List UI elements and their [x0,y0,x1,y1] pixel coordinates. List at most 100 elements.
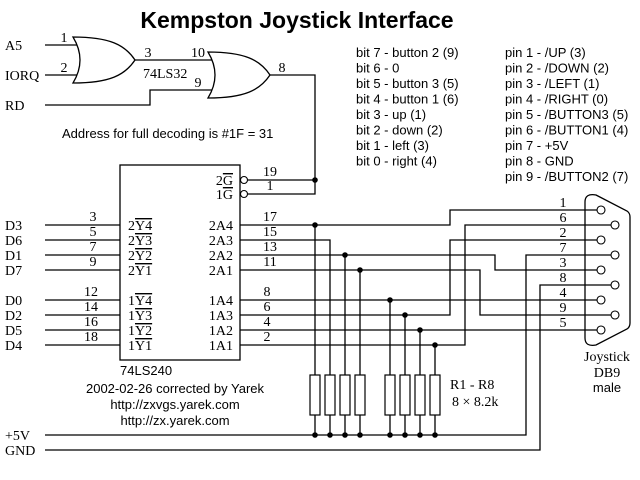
pinout-item: pin 7 - +5V [505,138,569,153]
ic-pin-prefix: 2 [128,249,135,264]
input-row: D3 3 2Y4 [5,210,152,234]
pin-number: 1 [267,179,274,194]
pin-number: 13 [263,240,277,255]
pin-number: 6 [264,300,271,315]
pinout-item: pin 9 - /BUTTON2 (7) [505,169,628,184]
junction-dot [417,327,423,333]
output-wiring [240,209,611,435]
junction-dot [432,342,438,348]
wire-vcc-to-pin7 [45,254,611,436]
ic-output-label: 2A2 [209,249,233,264]
bit-map-item: bit 7 - button 2 (9) [356,45,459,60]
data-signal-label: D0 [5,294,22,309]
bit-map-item: bit 6 - 0 [356,61,399,76]
connector-gender-label: male [593,380,621,395]
signal-iorq-label: IORQ [5,69,39,84]
or-gate-section: A5 IORQ RD 1 2 3 10 9 8 74LS32 [5,31,318,195]
ic-pin-bar: Y3 [135,309,152,324]
db9-pin-number: 8 [560,271,567,286]
junction-dot [312,222,318,228]
pin-number: 19 [263,165,277,180]
enable-1g-label: 1G [216,188,233,203]
db9-pin-icon [596,265,606,275]
junction-dot [357,267,363,273]
gnd-label: GND [5,444,35,459]
input-row: D1 7 2Y2 [5,240,152,264]
connector-name-label: Joystick [584,350,630,365]
ic-pin-bar: Y2 [135,324,152,339]
ic-pin-label: 2Y2 [128,249,152,264]
diagram-title: Kempston Joystick Interface [140,7,453,33]
ic-output-label: 2A4 [209,219,233,234]
bit-map-item: bit 0 - right (4) [356,154,437,169]
pin-number: 18 [84,330,98,345]
data-signal-label: D4 [5,339,22,354]
input-row: D6 5 2Y3 [5,225,152,249]
junction-dot [312,177,318,183]
input-row: D4 18 1Y1 [5,330,152,354]
db9-pin-icon [596,295,606,305]
buffer-ic-body [119,164,241,361]
resistor-icon [429,374,441,416]
junction-dot [387,297,393,303]
db9-pin-number: 5 [560,316,567,331]
ic-pin-bar: Y4 [135,219,152,234]
pin-number: 11 [263,255,276,270]
enable-bar: G [223,188,233,203]
db9-pin-number: 6 [560,211,567,226]
pinout-item: pin 6 - /BUTTON1 (4) [505,123,628,138]
ic-pin-prefix: 2 [128,234,135,249]
bit-map-item: bit 5 - button 3 (5) [356,76,459,91]
db9-pin-icon [610,310,620,320]
wire-2a4-to-pin1 [240,209,597,226]
pin-number: 15 [263,225,277,240]
data-signal-label: D2 [5,309,22,324]
junction-dot [402,312,408,318]
db9-pin-icon [596,205,606,215]
db9-pin-number: 7 [560,241,567,256]
pinout-item: pin 5 - /BUTTON3 (5) [505,107,628,122]
pin-number: 4 [264,315,271,330]
pin-number: 3 [90,210,97,225]
db9-pin-number: 3 [560,256,567,271]
resistor-icon [309,374,321,416]
pin-number: 7 [90,240,97,255]
wire-2a2-to-pin3 [240,254,597,271]
power-rails: +5V GND [5,254,611,459]
credits: 2002-02-26 corrected by Yarek http://zxv… [86,381,265,428]
db9-pin-icon [610,250,620,260]
enable-bar: G [223,174,233,189]
credit-url: http://zx.yarek.com [120,413,229,428]
bit-map-list: bit 7 - button 2 (9) bit 6 - 0 bit 5 - b… [356,45,459,169]
ic-pin-bar: Y1 [135,264,152,279]
resistor-array: R1 - R8 8 × 8.2k [309,374,498,438]
pin-number: 9 [90,255,97,270]
resistor-icon [384,374,396,416]
pin-number: 16 [84,315,98,330]
inverter-bubble-icon [239,189,249,199]
pin-number: 10 [191,46,205,61]
ic-pin-prefix: 1 [128,309,135,324]
pin-number: 2 [264,330,271,345]
resistor-icon [399,374,411,416]
db9-pin-number: 1 [560,196,567,211]
ic-output-label: 2A1 [209,264,233,279]
bit-map-item: bit 4 - button 1 (6) [356,92,459,107]
db9-shell-icon [584,194,631,346]
pin-number: 9 [195,76,202,91]
ic-output-label: 1A4 [209,294,233,309]
ic-pin-prefix: 2 [128,219,135,234]
ic-pin-bar: Y2 [135,249,152,264]
ic-pin-label: 2Y1 [128,264,152,279]
db9-pinout-list: pin 1 - /UP (3) pin 2 - /DOWN (2) pin 3 … [505,45,628,184]
ic-output-label: 1A3 [209,309,233,324]
pin-number: 1 [61,31,68,46]
pin-number: 2 [61,61,68,76]
wire-gate2-out [248,74,316,195]
or-gate-part-label: 74LS32 [143,67,187,82]
inverter-bubble-icon [239,175,249,185]
address-note: Address for full decoding is #1F = 31 [62,126,273,141]
pinout-item: pin 2 - /DOWN (2) [505,61,609,76]
input-row: D5 16 1Y2 [5,315,152,339]
